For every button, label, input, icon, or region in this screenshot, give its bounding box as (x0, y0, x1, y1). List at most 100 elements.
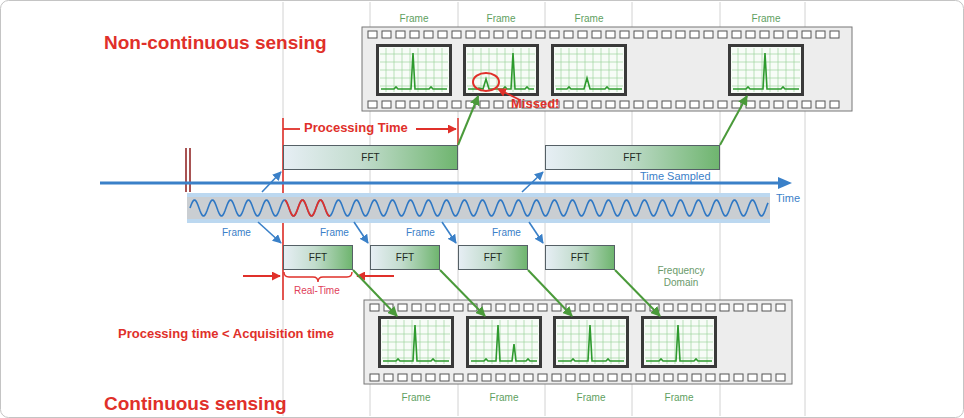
sprocket-hole (508, 31, 517, 38)
spectrum (381, 53, 447, 89)
spectrum-screen (553, 46, 626, 95)
sprocket-hole (480, 31, 489, 38)
fft-label: FFT (309, 253, 327, 263)
sprocket-hole (426, 304, 435, 311)
sprocket-hole (580, 304, 589, 311)
sprocket-hole (466, 31, 475, 38)
sprocket-hole (468, 304, 477, 311)
frame-label: Frame (543, 392, 639, 404)
sprocket-hole (396, 101, 405, 108)
sprocket-hole (494, 101, 503, 108)
sprocket-hole (678, 374, 687, 381)
sprocket-hole (440, 304, 449, 311)
time-axis-head (778, 177, 792, 189)
sprocket-hole (746, 101, 755, 108)
frame-label: Frame (718, 13, 814, 25)
sprocket-hole (382, 101, 391, 108)
result-arrow (528, 270, 572, 316)
spectrum-screen (378, 46, 451, 95)
sprocket-hole (566, 304, 575, 311)
sprocket-hole (678, 304, 687, 311)
sprocket-hole (510, 374, 519, 381)
sprocket-hole (580, 374, 589, 381)
sprocket-hole (762, 304, 771, 311)
real-time-arrow (357, 275, 394, 277)
spectrum (383, 325, 449, 361)
frame-label: Frame (406, 227, 435, 239)
sprocket-hole (732, 31, 741, 38)
sprocket-hole (578, 101, 587, 108)
frame-arrow (262, 172, 281, 192)
result-arrow (353, 270, 397, 316)
fft-label: FFT (623, 153, 641, 163)
sprocket-hole (802, 101, 811, 108)
result-arrow (720, 96, 747, 145)
sprocket-hole (620, 31, 629, 38)
sprocket-hole (594, 374, 603, 381)
fft-box: FFT (370, 245, 440, 270)
spectrum (471, 325, 537, 361)
transient-wave (285, 200, 330, 216)
sprocket-hole (720, 304, 729, 311)
spectrum (646, 325, 712, 361)
sprocket-hole (384, 304, 393, 311)
sprocket-hole (634, 101, 643, 108)
sprocket-hole (636, 304, 645, 311)
sprocket-hole (370, 374, 379, 381)
frame-arrow (442, 222, 456, 243)
sprocket-hole (704, 31, 713, 38)
sprocket-hole (368, 31, 377, 38)
fft-label: FFT (361, 153, 379, 163)
sprocket-hole (620, 101, 629, 108)
result-arrow (615, 270, 660, 316)
sprocket-hole (776, 304, 785, 311)
sprocket-hole (622, 374, 631, 381)
spectrum (733, 53, 799, 89)
sprocket-hole (424, 101, 433, 108)
spectrum-screen (465, 46, 538, 95)
spectrum-screen (468, 318, 541, 367)
bracket-tick (457, 118, 459, 145)
sprocket-hole (734, 304, 743, 311)
sprocket-hole (690, 101, 699, 108)
spectrum-frame: Frame (553, 316, 629, 368)
spectrum-frame: Frame (466, 316, 542, 368)
sprocket-hole (776, 374, 785, 381)
sprocket-hole (592, 101, 601, 108)
sprocket-hole (396, 31, 405, 38)
sprocket-hole (382, 31, 391, 38)
result-arrow (440, 270, 485, 316)
sprocket-hole (760, 31, 769, 38)
sprocket-hole (718, 31, 727, 38)
sprocket-hole (622, 304, 631, 311)
sprocket-hole (662, 101, 671, 108)
sprocket-hole (496, 374, 505, 381)
fft-label: FFT (571, 253, 589, 263)
sprocket-hole (538, 304, 547, 311)
sprocket-hole (412, 374, 421, 381)
sprocket-hole (746, 31, 755, 38)
signal-wave (190, 200, 768, 216)
sprocket-hole (732, 101, 741, 108)
trigger-marker (189, 148, 191, 192)
sprocket-hole (566, 374, 575, 381)
sprocket-hole (438, 101, 447, 108)
sprocket-hole (592, 31, 601, 38)
sprocket-hole (438, 31, 447, 38)
axis-label: Time Sampled (640, 170, 711, 183)
sprocket-hole (650, 374, 659, 381)
frame-arrow (522, 172, 543, 192)
film-strip (362, 27, 852, 111)
frame-label: Frame (368, 392, 464, 404)
frame-label: Frame (320, 227, 349, 239)
fft-box: FFT (283, 145, 458, 170)
sprocket-hole (594, 304, 603, 311)
sprocket-hole (648, 101, 657, 108)
frame-label: Frame (366, 13, 462, 25)
sprocket-hole (830, 31, 839, 38)
trigger-marker (185, 148, 187, 192)
bracket-arrow (416, 128, 456, 130)
signal-wave (190, 200, 768, 216)
frame-label: Frame (456, 392, 552, 404)
